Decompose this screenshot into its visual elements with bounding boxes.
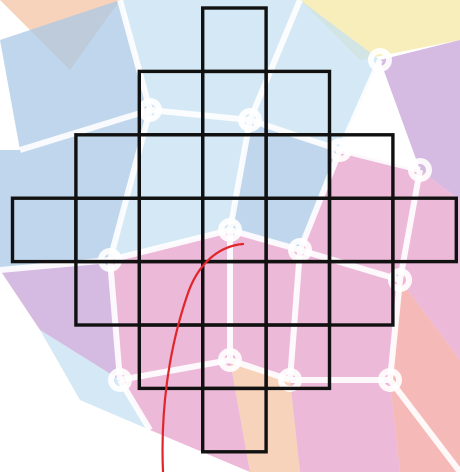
mesh-cell bbox=[290, 380, 400, 472]
